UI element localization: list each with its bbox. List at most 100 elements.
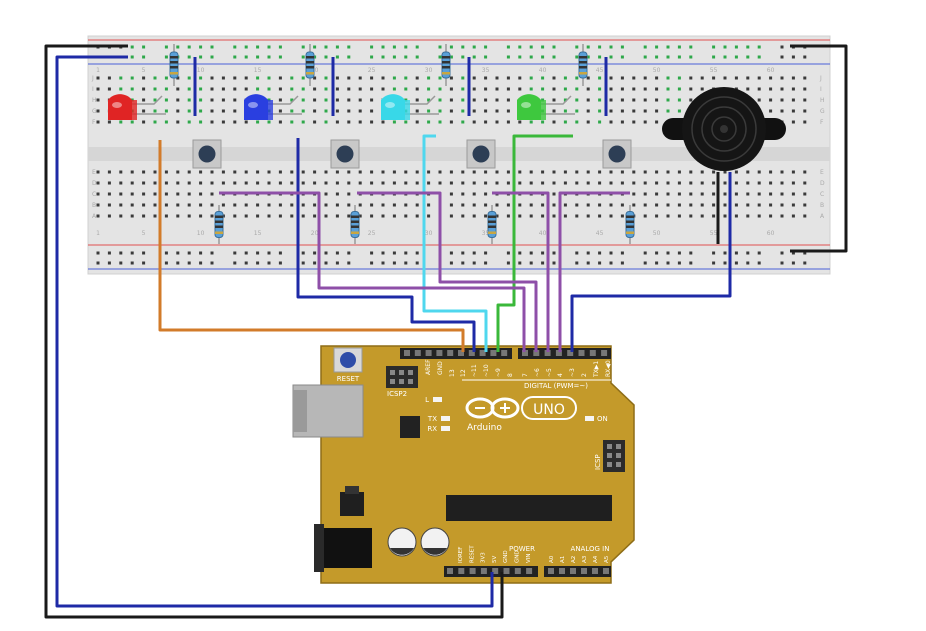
digital-pin-hole[interactable] (501, 350, 508, 356)
power-pin-hole[interactable] (492, 568, 499, 574)
analog-pin-hole[interactable] (570, 568, 576, 574)
terminal-hole (153, 181, 157, 185)
power-pin-hole[interactable] (514, 568, 521, 574)
rail-hole (404, 45, 408, 49)
wire-5v-blue-left (55, 55, 494, 608)
rail-hole (586, 45, 590, 49)
terminal-hole (552, 120, 556, 124)
terminal-hole (301, 214, 305, 218)
terminal-hole (301, 87, 305, 91)
terminal-hole (210, 170, 214, 174)
terminal-hole (689, 181, 693, 185)
digital-pin-hole[interactable] (601, 350, 608, 356)
rail-hole (712, 261, 716, 265)
terminal-hole (552, 192, 556, 196)
push-button-2[interactable] (330, 139, 360, 169)
rail-hole (689, 261, 693, 265)
terminal-hole (415, 87, 419, 91)
top-resistor-4 (578, 44, 588, 86)
terminal-hole (472, 214, 476, 218)
terminal-hole (780, 203, 784, 207)
terminal-hole (495, 181, 499, 185)
rail-hole (404, 55, 408, 59)
terminal-hole (187, 192, 191, 196)
rail-hole (256, 261, 260, 265)
rail-hole (780, 55, 784, 59)
terminal-hole (164, 181, 168, 185)
terminal-hole (199, 76, 203, 80)
terminal-hole (655, 170, 659, 174)
terminal-hole (598, 120, 602, 124)
terminal-hole (210, 98, 214, 102)
terminal-hole (187, 98, 191, 102)
analog-pin-hole[interactable] (581, 568, 587, 574)
rail-hole (244, 251, 248, 255)
wire-button4-purple (558, 191, 630, 352)
rail-hole (552, 261, 556, 265)
terminal-hole (791, 120, 795, 124)
push-button-3[interactable] (466, 139, 496, 169)
terminal-hole (575, 98, 579, 102)
digital-pin-hole[interactable] (589, 350, 596, 356)
rail-hole (438, 55, 442, 59)
digital-pin-hole[interactable] (544, 350, 551, 356)
terminal-hole (598, 87, 602, 91)
terminal-hole (449, 170, 453, 174)
analog-pin-hole[interactable] (592, 568, 598, 574)
top-resistor-1 (169, 44, 179, 86)
terminal-hole (666, 192, 670, 196)
digital-pin-hole[interactable] (567, 350, 574, 356)
reset-button[interactable] (340, 352, 356, 368)
terminal-hole (187, 109, 191, 113)
resistor-band (351, 231, 359, 234)
power-pin-hole[interactable] (480, 568, 487, 574)
terminal-hole (313, 203, 317, 207)
analog-pin-label: A2 (571, 556, 577, 563)
terminal-hole (415, 214, 419, 218)
terminal-hole (655, 76, 659, 80)
analog-pin-hole[interactable] (603, 568, 609, 574)
digital-pin-hole[interactable] (490, 350, 497, 356)
terminal-hole (609, 109, 613, 113)
rail-hole (461, 45, 465, 49)
power-pin-hole[interactable] (469, 568, 476, 574)
digital-pin-hole[interactable] (468, 350, 475, 356)
capacitor-1-mark (390, 548, 414, 555)
terminal-hole (130, 214, 134, 218)
digital-pin-hole[interactable] (447, 350, 454, 356)
digital-pin-hole[interactable] (533, 350, 540, 356)
terminal-hole (278, 203, 282, 207)
digital-pin-hole[interactable] (414, 350, 421, 356)
terminal-hole (233, 203, 237, 207)
power-pin-hole[interactable] (458, 568, 465, 574)
terminal-hole (586, 98, 590, 102)
push-button-1[interactable] (192, 139, 222, 169)
digital-pin-hole[interactable] (578, 350, 585, 356)
terminal-hole (244, 203, 248, 207)
power-pin-hole[interactable] (447, 568, 453, 574)
rail-hole (142, 45, 146, 49)
analog-pin-hole[interactable] (548, 568, 554, 574)
digital-pin-hole[interactable] (425, 350, 432, 356)
terminal-hole (347, 170, 351, 174)
digital-pin-hole[interactable] (555, 350, 562, 356)
digital-pin-hole[interactable] (404, 350, 410, 356)
terminal-hole (142, 109, 146, 113)
power-pin-hole[interactable] (526, 568, 533, 574)
analog-pin-hole[interactable] (559, 568, 565, 574)
row-letter-right: G (820, 108, 825, 115)
digital-pin-hole[interactable] (458, 350, 464, 356)
terminal-hole (472, 120, 476, 124)
column-number-bottom: 35 (482, 230, 490, 237)
rail-hole (381, 251, 385, 255)
row-letter-right: D (820, 180, 825, 187)
push-button-4[interactable] (602, 139, 632, 169)
digital-pin-label: 13 (449, 369, 456, 377)
digital-pin-hole[interactable] (522, 350, 528, 356)
rail-hole (575, 261, 579, 265)
digital-pin-hole[interactable] (436, 350, 443, 356)
power-pin-hole[interactable] (503, 568, 510, 574)
digital-pin-label: ~3 (569, 368, 576, 377)
digital-pin-hole[interactable] (479, 350, 486, 356)
terminal-hole (506, 120, 510, 124)
